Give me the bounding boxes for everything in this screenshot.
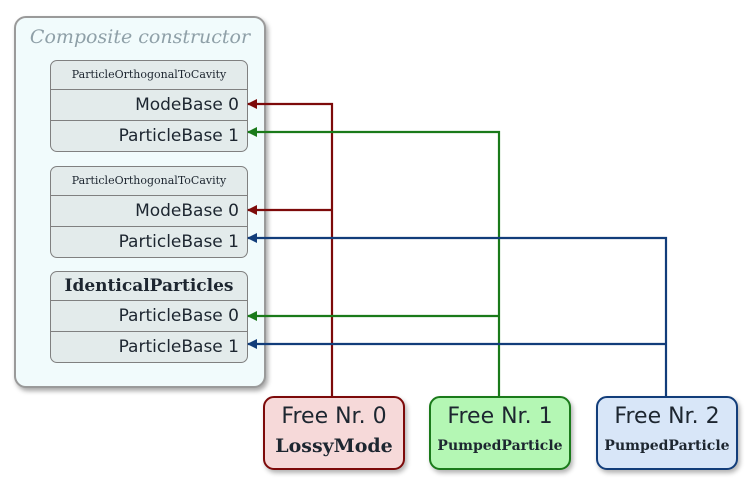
free-label: Free Nr. 1 [447, 404, 553, 429]
slot-particlebase-1: ParticleBase 1 [51, 120, 247, 151]
subsystem-name: ParticleOrthogonalToCavity [51, 167, 247, 196]
slot-particlebase-1: ParticleBase 1 [51, 226, 247, 257]
free-node-1: Free Nr. 1 PumpedParticle [429, 396, 571, 470]
slot-modebase-0: ModeBase 0 [135, 95, 239, 115]
subsystem-name: IdenticalParticles [51, 272, 247, 301]
subsystem-identical-particles: IdenticalParticles ParticleBase 0 Partic… [50, 271, 248, 363]
slot-particlebase-1: ParticleBase 1 [51, 331, 247, 362]
free-type: PumpedParticle [604, 438, 730, 454]
wire-free0-to-modebase-a [247, 99, 334, 396]
subsystem-name: ParticleOrthogonalToCavity [51, 61, 247, 90]
free-label: Free Nr. 0 [281, 404, 387, 429]
free-node-0: Free Nr. 0 LossyMode [263, 396, 405, 470]
free-type: PumpedParticle [437, 438, 563, 454]
free-node-2: Free Nr. 2 PumpedParticle [596, 396, 738, 470]
subsystem-particle-orthogonal-2: ParticleOrthogonalToCavity ModeBase 0 Pa… [50, 166, 248, 258]
composite-title: Composite constructor [29, 26, 251, 48]
subsystem-particle-orthogonal-1: ParticleOrthogonalToCavity ModeBase 0 Pa… [50, 60, 248, 152]
free-type: LossyMode [275, 435, 393, 457]
wire-free1-to-particlebase-a [247, 127, 501, 396]
slot-modebase-0: ModeBase 0 [135, 201, 239, 221]
slot-particlebase-0: ParticleBase 0 [118, 306, 239, 326]
free-label: Free Nr. 2 [614, 404, 720, 429]
